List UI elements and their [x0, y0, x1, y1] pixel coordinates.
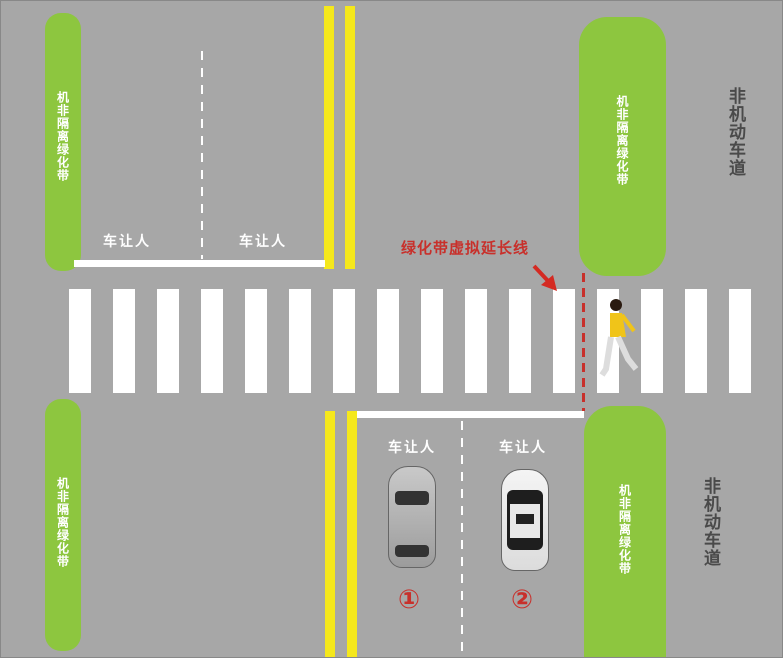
green-belt-top-right: 机非隔离绿化带: [579, 17, 666, 276]
bike-lane-label: 非机动车道: [700, 477, 720, 567]
car-number: ②: [511, 585, 534, 615]
yield-label: 车让人: [388, 440, 436, 456]
green-belt-label: 机非隔离绿化带: [615, 95, 629, 186]
stop-line-top: [74, 260, 325, 267]
stop-line-bottom: [357, 411, 584, 418]
car-number: ①: [398, 585, 421, 615]
yellow-line: [324, 6, 334, 269]
lane-divider: [201, 51, 203, 259]
lane-divider: [461, 421, 463, 657]
virtual-extension-line: [582, 273, 585, 411]
car-1: [388, 466, 436, 568]
green-belt-top-left: 机非隔离绿化带: [45, 13, 81, 271]
yellow-line: [347, 411, 357, 657]
yield-label: 车让人: [103, 234, 151, 250]
extension-line-label: 绿化带虚拟延长线: [401, 239, 530, 257]
yellow-line: [345, 6, 355, 269]
yield-label: 车让人: [499, 440, 547, 456]
yield-label: 车让人: [239, 234, 287, 250]
arrow-icon: [532, 264, 557, 291]
green-belt-label: 机非隔离绿化带: [617, 484, 632, 575]
green-belt-label: 机非隔离绿化带: [55, 477, 70, 568]
green-belt-bottom-right: 机非隔离绿化带: [584, 406, 666, 657]
pedestrian-icon: [599, 299, 639, 377]
bike-lane-label: 非机动车道: [725, 87, 745, 177]
green-belt-bottom-left: 机非隔离绿化带: [45, 399, 81, 651]
green-belt-label: 机非隔离绿化带: [55, 91, 70, 182]
yellow-line: [325, 411, 335, 657]
car-2: [501, 469, 549, 571]
